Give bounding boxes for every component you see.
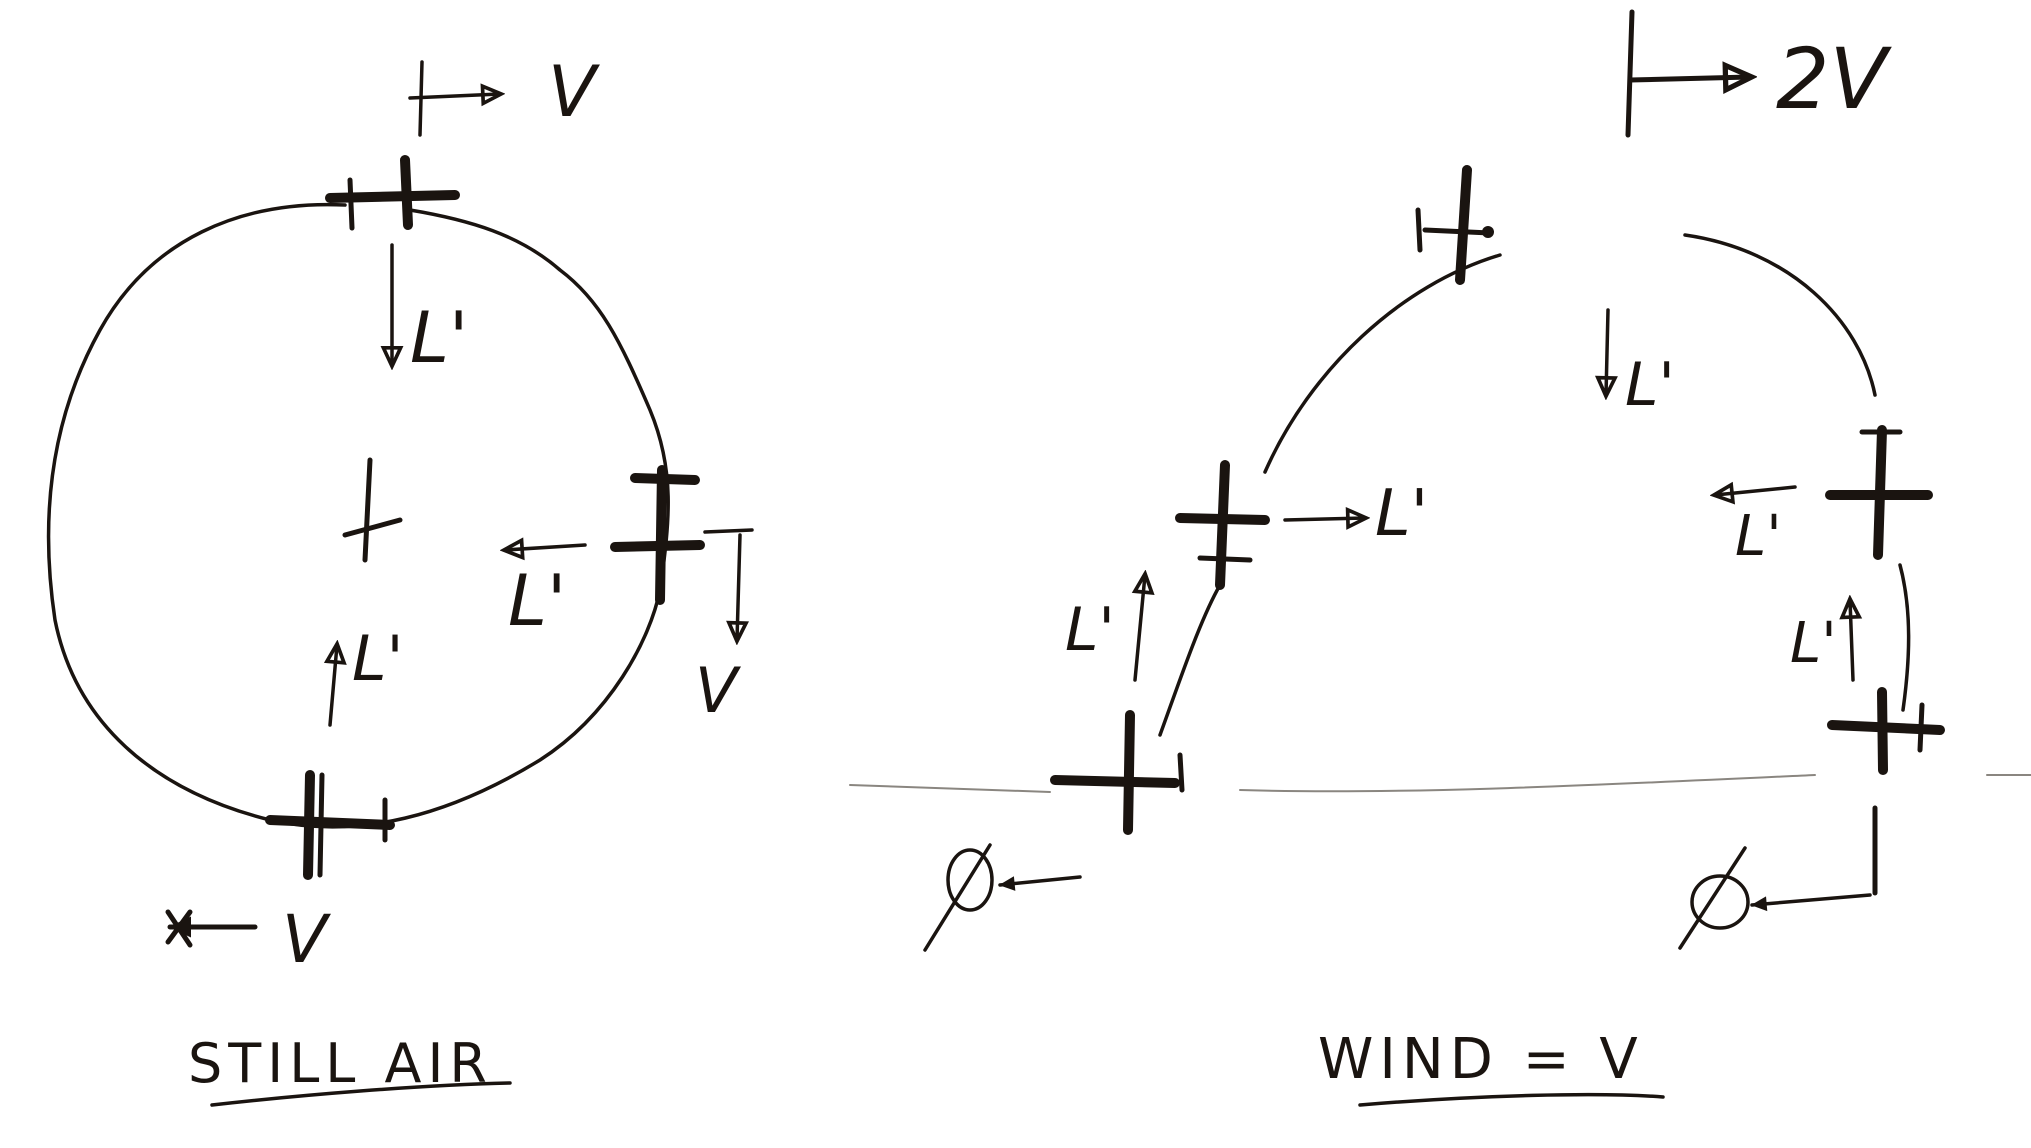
- label-wind-left-lower-force: L': [1065, 595, 1115, 665]
- lift-arrow-wind-right-upper: [1715, 487, 1797, 495]
- lift-arrow-bottom: [330, 645, 337, 727]
- label-right-force: L': [508, 560, 566, 642]
- lift-arrow-wind-right-lower: [1850, 600, 1853, 682]
- lift-arrow-right: [505, 545, 587, 550]
- velocity-arrow-bottom: [165, 909, 258, 948]
- aircraft-icon-wind-right-upper: [1825, 425, 1933, 560]
- label-bottom-force: L': [352, 622, 404, 695]
- velocity-arrow-wind-top: [1625, 9, 1750, 138]
- caption-underline-still-air: [210, 1081, 512, 1107]
- lift-arrow-wind-top: [1606, 308, 1608, 395]
- center-marker-icon: [342, 457, 403, 563]
- label-bottom-velocity: V: [282, 901, 331, 978]
- velocity-arrow-right: [703, 528, 754, 640]
- label-wind-right-upper-force: L': [1735, 504, 1782, 569]
- aircraft-icon-wind-top: [1415, 165, 1494, 285]
- label-top-force: L': [410, 297, 468, 379]
- still-air-loop-path: [46, 202, 670, 829]
- lift-arrow-wind-left-lower: [1135, 575, 1145, 682]
- label-top-velocity: V: [548, 51, 600, 133]
- label-wind-top-force: L': [1625, 350, 1675, 420]
- label-right-velocity: V: [695, 654, 742, 727]
- velocity-arrow-top: [408, 60, 500, 137]
- label-wind-right-lower-force: L': [1790, 611, 1837, 676]
- ground-line: [849, 784, 1051, 793]
- aircraft-icon-right: [610, 465, 705, 605]
- wind-loop-path-upper-right: [1683, 233, 1877, 397]
- label-wind-left-upper-force: L': [1375, 477, 1428, 551]
- aircraft-icon-wind-left-upper: [1175, 460, 1270, 590]
- wind-loop-path-upper-left: [1263, 253, 1502, 474]
- wind-loop-path-left: [1158, 583, 1222, 737]
- aircraft-icon-wind-right-lower: [1827, 687, 1945, 775]
- lift-arrow-wind-left-upper: [1283, 518, 1365, 520]
- aircraft-icon-wind-left-lower: [1050, 710, 1185, 835]
- caption-wind: WIND = V: [1318, 1027, 1644, 1092]
- wind-panel: 2V L' L' L': [849, 9, 2031, 1107]
- aircraft-icon-top: [325, 155, 460, 231]
- ground-speed-arrow-left: [923, 843, 1082, 952]
- still-air-panel: V L' L' V L': [46, 51, 754, 1107]
- aircraft-icon-bottom: [265, 770, 395, 880]
- caption-underline-wind: [1358, 1092, 1665, 1107]
- ground-line: [1239, 774, 1816, 793]
- label-wind-top-velocity: 2V: [1776, 30, 1892, 128]
- wind-loop-path-right: [1898, 563, 1911, 712]
- ground-speed-arrow-right: [1678, 805, 1878, 950]
